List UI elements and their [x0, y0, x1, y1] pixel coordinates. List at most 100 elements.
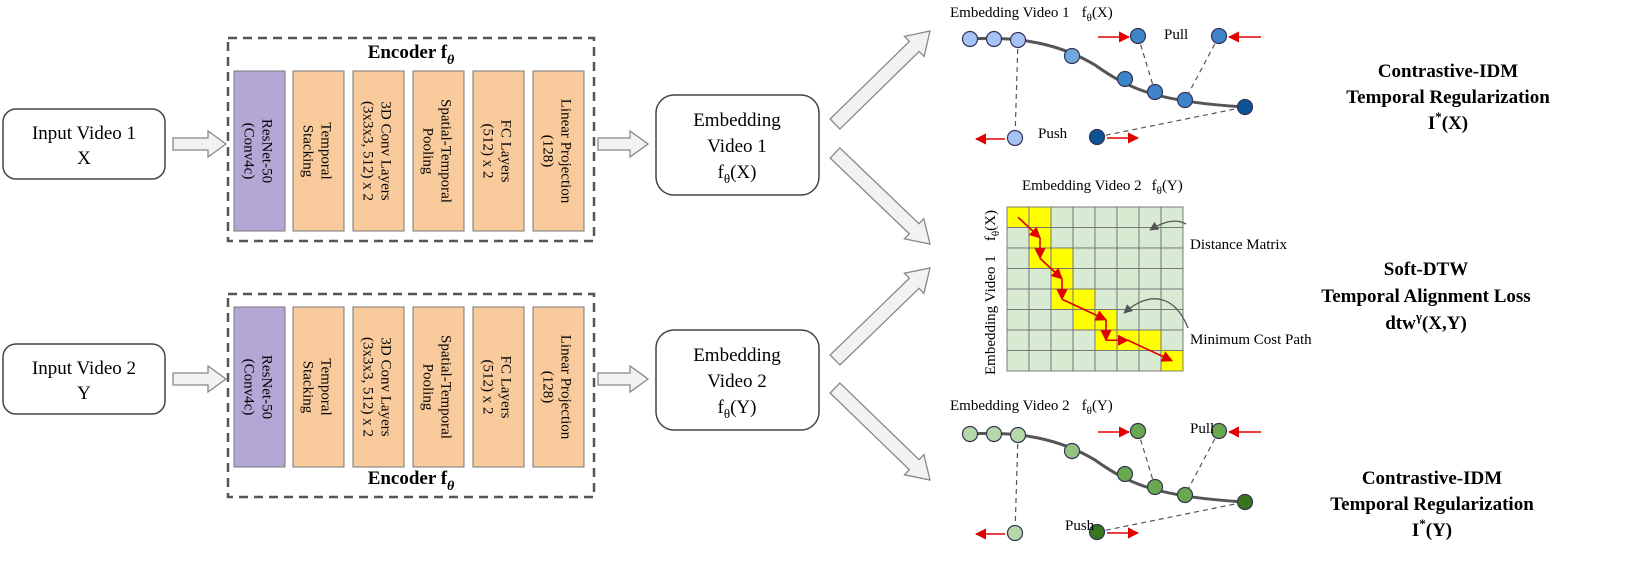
encoder-2-layer-1: TemporalStacking [292, 306, 345, 468]
matrix-cell [1028, 206, 1052, 228]
matrix-cell [1050, 206, 1074, 228]
arrow-input2-to-encoder-icon [172, 364, 228, 394]
matrix-cell [1094, 227, 1118, 249]
top-traj-point-11 [1088, 128, 1106, 146]
bottom-traj-point-5 [1146, 478, 1164, 496]
svg-text:dtwγ(X,Y): dtwγ(X,Y) [1385, 309, 1467, 334]
svg-text:Temporal Regularization: Temporal Regularization [1330, 494, 1534, 515]
matrix-cell [1028, 309, 1052, 331]
top-traj-point-4 [1116, 70, 1134, 88]
encoder-2-layer-1-label: TemporalStacking [300, 358, 334, 415]
encoder-1-layer-2: 3D Conv Layers(3x3x3, 512) x 2 [352, 70, 405, 232]
matrix-cell [1094, 350, 1118, 372]
svg-text:Temporal Regularization: Temporal Regularization [1346, 87, 1550, 108]
svg-text:I*(X): I*(X) [1428, 109, 1468, 134]
matrix-cell [1116, 309, 1140, 331]
matrix-cell [1160, 329, 1184, 351]
embedding-2-func: fθ(Y) [718, 397, 757, 421]
matrix-cell [1072, 206, 1096, 228]
matrix-cell [1072, 329, 1096, 351]
encoder-2-layer-4: FC Layers(512) x 2 [472, 306, 525, 468]
top-traj-point-7 [1236, 98, 1254, 116]
bottom-traj-link-4 [1096, 501, 1246, 533]
diagonal-arrows [829, 30, 931, 481]
top-traj-point-9 [1210, 27, 1228, 45]
encoder-2-layer-0: ResNet-50(Conv4c) [233, 306, 286, 468]
encoder-2-layer-2: 3D Conv Layers(3x3x3, 512) x 2 [352, 306, 405, 468]
matrix-cell [1006, 247, 1030, 269]
svg-text:I*(Y): I*(Y) [1412, 516, 1452, 541]
min-cost-path-pointer [1123, 298, 1189, 329]
bottom-push-label: Push [1065, 518, 1095, 534]
input-video-1-var: X [77, 148, 91, 169]
matrix-left-func: fθ(X) [983, 210, 1002, 241]
bottom-traj-link-2 [1137, 430, 1156, 488]
matrix-cell [1072, 227, 1096, 249]
encoder-1-layer-3-label: Spatial-TemporalPooling [420, 99, 454, 203]
bottom-traj-link-3 [1184, 430, 1220, 496]
top-traj-point-2 [1009, 31, 1027, 49]
matrix-cell [1050, 329, 1074, 351]
matrix-cell [1050, 350, 1074, 372]
min-cost-path-segment [1017, 216, 1041, 239]
matrix-cell [1116, 288, 1140, 310]
encoder-2-layer-3: Spatial-TemporalPooling [412, 306, 465, 468]
matrix-left-label: Embedding Video 1 [983, 255, 999, 375]
contrastive-idm-y-label: Contrastive-IDM Temporal Regularization … [1330, 468, 1534, 541]
encoder-2-layer-3-label: Spatial-TemporalPooling [420, 335, 454, 439]
top-trajectory [961, 27, 1261, 147]
svg-text:Contrastive-IDM: Contrastive-IDM [1378, 61, 1518, 82]
matrix-cell [1006, 268, 1030, 290]
top-traj-link-1 [1014, 39, 1019, 139]
matrix-cell [1116, 350, 1140, 372]
distance-matrix-label: Distance Matrix [1190, 237, 1288, 253]
embedding-video-1-box: Embedding Video 1 fθ(X) [655, 94, 820, 196]
matrix-cell [1116, 247, 1140, 269]
matrix-cell [1138, 247, 1162, 269]
encoder-1-layer-5: Linear Projection(128) [532, 70, 585, 232]
matrix-cell [1138, 206, 1162, 228]
matrix-cell [1006, 329, 1030, 351]
embedding-1-func: fθ(X) [718, 162, 757, 186]
bottom-traj-point-10 [1006, 524, 1024, 542]
encoder-2-layer-4-label: FC Layers(512) x 2 [480, 356, 514, 419]
matrix-cell [1094, 206, 1118, 228]
bottom-traj-curve [969, 431, 1246, 504]
bottom-traj-point-9 [1210, 422, 1228, 440]
matrix-cell [1072, 247, 1096, 269]
bottom-traj-point-11 [1088, 523, 1106, 541]
encoder-2-layer-5-label: Linear Projection(128) [540, 335, 574, 440]
bottom-traj-point-0 [961, 425, 979, 443]
input-video-1-title: Input Video 1 [32, 123, 136, 144]
matrix-cell [1006, 288, 1030, 310]
encoder-1-layer-0: ResNet-50(Conv4c) [233, 70, 286, 232]
top-push-label: Push [1038, 126, 1068, 142]
arrow-encoder2-to-embedding-icon [597, 364, 650, 394]
input-video-2-var: Y [77, 383, 91, 404]
matrix-cell [1116, 268, 1140, 290]
top-traj-point-8 [1129, 27, 1147, 45]
matrix-cell [1050, 309, 1074, 331]
arrow-embedding1-to-matrix-icon [829, 146, 931, 245]
top-traj-point-0 [961, 30, 979, 48]
matrix-cell [1072, 350, 1096, 372]
embedding-1-line1: Embedding [693, 110, 781, 131]
arrow-embedding1-to-top-panel-icon [829, 30, 931, 130]
min-cost-path-label: Minimum Cost Path [1190, 332, 1312, 348]
encoder-2-layer-5: Linear Projection(128) [532, 306, 585, 468]
arrow-encoder1-to-embedding-icon [597, 129, 650, 159]
encoder-1-layer-4-label: FC Layers(512) x 2 [480, 120, 514, 183]
matrix-cell [1138, 268, 1162, 290]
matrix-cell [1160, 247, 1184, 269]
encoder-2-layer-0-label: ResNet-50(Conv4c) [241, 355, 275, 419]
min-cost-path-segment [1039, 257, 1063, 280]
bottom-pull-label: Pull [1190, 421, 1214, 437]
matrix-cell [1028, 329, 1052, 351]
matrix-cell [1006, 227, 1030, 249]
